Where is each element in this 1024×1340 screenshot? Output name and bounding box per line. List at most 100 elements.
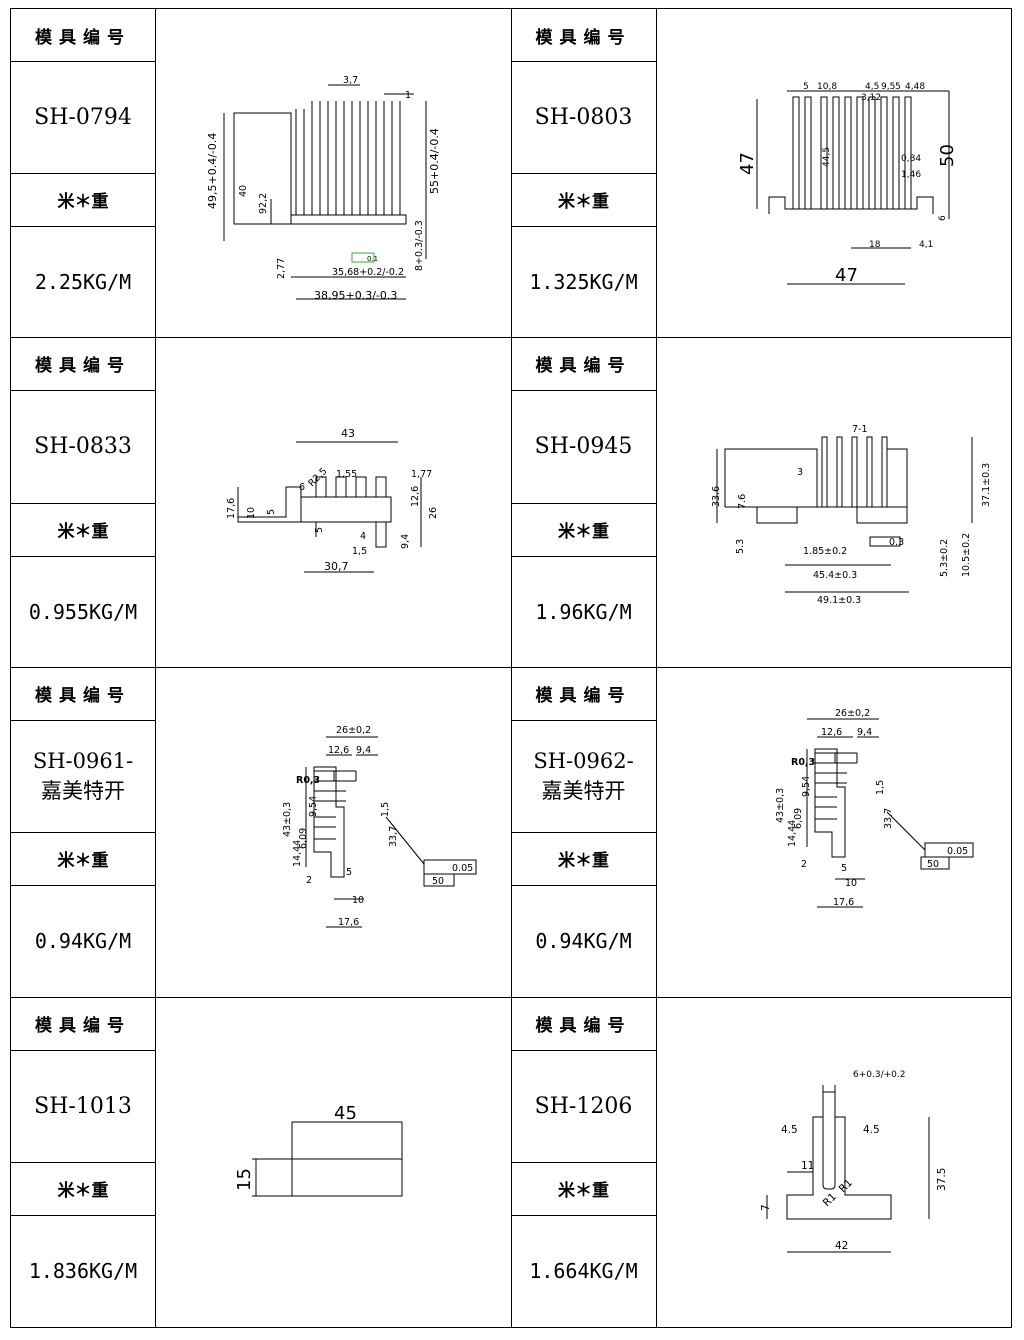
dim-label: 10,8: [817, 82, 837, 92]
dim-label: 9,4: [356, 745, 371, 756]
dim-label: 47: [835, 265, 858, 286]
dim-label: 33,7: [883, 808, 894, 829]
dim-label: 17,6: [833, 897, 854, 908]
weight-per-meter-label: 米＊重: [558, 851, 609, 871]
dim-label: 10.5±0.2: [961, 533, 972, 577]
dim-label: 10: [352, 895, 364, 906]
dim-label: 9,54: [308, 796, 319, 817]
profile-drawing-sh0945: 7-1 3 33.6 7.6 37.1±0.3 5.3 1.85±0.2 0.3…: [711, 424, 992, 606]
weight-value: 0.94KG/M: [535, 929, 632, 953]
weight-value: 1.836KG/M: [28, 1259, 138, 1283]
dim-label: 17,6: [338, 917, 359, 928]
dim-label: 4.5: [863, 1124, 880, 1136]
mold-code: SH-1013: [34, 1093, 132, 1119]
dim-label: 45: [334, 1103, 357, 1124]
weight-value: 1.325KG/M: [529, 269, 638, 294]
dim-label: 4: [360, 531, 366, 542]
mold-number-label: 模具编号: [35, 686, 131, 706]
mold-code: SH-0962- 嘉美特开: [533, 749, 634, 803]
dim-label: 4,48: [905, 82, 925, 92]
dim-label: 12,6: [328, 745, 349, 756]
dim-label: R1: [821, 1191, 839, 1209]
mold-code: SH-0961- 嘉美特开: [32, 749, 134, 803]
mold-number-label: 模具编号: [535, 686, 632, 706]
weight-per-meter-label: 米＊重: [57, 1181, 109, 1201]
dim-label: 1.85±0.2: [803, 546, 847, 557]
dim-label: 18: [869, 240, 881, 250]
dim-label: 0,84: [901, 154, 921, 164]
mold-number-label: 模具编号: [535, 27, 632, 48]
dim-label: 7.6: [737, 494, 748, 509]
dim-label: 1: [405, 90, 411, 101]
weight-per-meter-label: 米＊重: [57, 851, 109, 871]
dim-label: 38,95+0.3/-0.3: [314, 289, 397, 302]
dim-label: 5.3±0.2: [939, 539, 950, 577]
grid-line: [155, 9, 156, 1327]
dim-label: 5: [314, 527, 325, 533]
dim-label: 6,09: [298, 828, 309, 849]
dim-label: 0.3: [889, 537, 904, 548]
weight-value: 0.94KG/M: [34, 929, 132, 953]
dim-label: 47: [737, 152, 758, 175]
mold-number-label: 模具编号: [35, 27, 131, 48]
dim-label: 26: [428, 507, 439, 519]
dim-label: 5: [895, 82, 901, 92]
dim-label: 33,7: [388, 826, 399, 847]
dim-label: 8+0.3/-0.3: [414, 220, 425, 271]
dim-label: 92,2: [258, 193, 269, 214]
dim-label: 4.5: [781, 1124, 798, 1136]
dim-label: 9,4: [857, 727, 872, 738]
profile-drawing-sh0803: 5 10,8 4,5 9,5 5 4,48 3,12 47 44,5 0,84 …: [737, 82, 958, 286]
dim-label: 44,5: [822, 147, 832, 167]
weight-value: 1.664KG/M: [529, 1259, 638, 1283]
dim-label: 10: [845, 878, 857, 889]
dim-label: 9,4: [400, 534, 411, 549]
dim-label: 3: [797, 467, 803, 478]
dim-label: 30,7: [324, 560, 349, 573]
dim-label: 50: [937, 144, 958, 167]
dim-label: 7-1: [852, 424, 868, 435]
mold-code: SH-0833: [34, 434, 132, 459]
dim-label: 35,68+0.2/-0.2: [332, 267, 404, 278]
dim-label: 9,54: [801, 776, 812, 797]
dim-label: R0,3: [791, 757, 815, 768]
mold-catalog-sheet: 模具编号 SH-0794 米＊重 2.25KG/M 3,7 1 49,5+0.4…: [10, 8, 1012, 1328]
dim-label: 6: [938, 215, 948, 221]
dim-label: 15: [234, 1168, 255, 1191]
dim-label: 1,77: [411, 469, 432, 480]
dim-label: 4,5: [865, 82, 879, 92]
dim-label: 43±0,3: [282, 802, 293, 837]
dim-label: 1,5: [352, 546, 367, 557]
dim-label: 1,5: [380, 802, 391, 817]
dim-label: 43±0,3: [775, 788, 786, 823]
dim-label: 12,6: [410, 486, 421, 507]
mold-number-label: 模具编号: [535, 356, 632, 376]
dim-label: 6: [299, 482, 305, 493]
dim-label: 14,44: [292, 840, 303, 867]
weight-per-meter-label: 米＊重: [558, 522, 609, 542]
dim-label: 10: [246, 507, 257, 519]
dim-label: 3,12: [861, 93, 881, 103]
profile-drawing-sh0962: 26±0,2 12,6 9,4 R0,3 43±0,3 9,54 6,09 14…: [775, 708, 974, 908]
dim-label: 50: [927, 859, 939, 870]
dim-label: 14,44: [787, 820, 798, 847]
dim-label: 1,46: [901, 170, 921, 180]
weight-per-meter-label: 米＊重: [57, 192, 109, 212]
dim-label: 26±0,2: [336, 725, 371, 736]
weight-per-meter-label: 米＊重: [558, 1181, 609, 1201]
dim-label: 0.05: [452, 863, 473, 874]
mold-number-label: 模具编号: [535, 1016, 632, 1036]
dim-label: 0.05: [947, 846, 968, 857]
row-divider: [11, 997, 1011, 998]
dim-label: 37.1±0.3: [981, 463, 992, 507]
dim-label: R0,3: [296, 775, 320, 786]
dim-label: R1: [837, 1177, 855, 1195]
dim-label: 4,1: [919, 240, 933, 250]
tolerance-label: 0.1: [367, 255, 378, 263]
mold-code: SH-0803: [534, 104, 633, 130]
mold-number-label: 模具编号: [35, 1016, 131, 1036]
dim-label: 1,5: [875, 780, 886, 795]
dim-label: 42: [835, 1240, 848, 1252]
profile-drawing-sh0794: 3,7 1 49,5+0.4/-0.4 40 92,2 55+0.4/-0.4 …: [206, 75, 441, 302]
dim-label: 43: [341, 427, 355, 440]
